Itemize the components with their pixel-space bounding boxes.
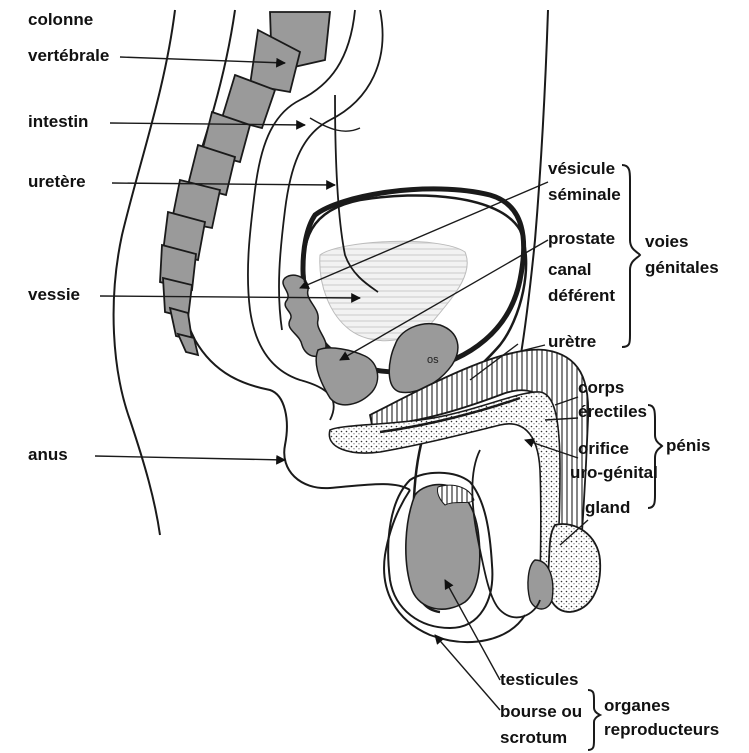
label-voies-line1: voies	[645, 230, 688, 254]
label-bourse-line2: scrotum	[500, 726, 567, 750]
label-canal-line2: déférent	[548, 284, 615, 308]
label-orifice-line1: orifice	[578, 437, 629, 461]
label-penis: pénis	[666, 434, 710, 458]
bone-label: os	[427, 354, 439, 366]
label-prostate: prostate	[548, 227, 615, 251]
label-organes-line2: reproducteurs	[604, 718, 719, 742]
label-vesicule-line2: séminale	[548, 183, 621, 207]
label-uretere: uretère	[28, 170, 86, 194]
scrotum	[388, 450, 540, 628]
label-corps-line2: érectiles	[578, 400, 647, 424]
label-vessie: vessie	[28, 283, 80, 307]
label-organes-line1: organes	[604, 694, 670, 718]
label-anus: anus	[28, 443, 68, 467]
label-gland: gland	[585, 496, 630, 520]
label-orifice-line2: uro-génital	[570, 461, 658, 485]
label-bourse-line1: bourse ou	[500, 700, 582, 724]
label-vesicule-line1: vésicule	[548, 157, 615, 181]
label-colonne-line1: colonne	[28, 8, 93, 32]
label-corps-line1: corps	[578, 376, 624, 400]
label-intestin: intestin	[28, 110, 88, 134]
label-uretre: urètre	[548, 330, 596, 354]
seminal-vesicle	[283, 275, 326, 356]
label-colonne-line2: vertébrale	[28, 44, 109, 68]
label-canal-line1: canal	[548, 258, 591, 282]
label-voies-line2: génitales	[645, 256, 719, 280]
label-testicules: testicules	[500, 668, 578, 692]
